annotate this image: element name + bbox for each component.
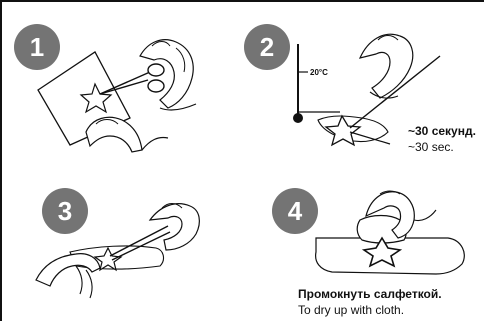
step-3-illustration	[0, 160, 240, 321]
step-2-panel: 2 20°C ~30 секунд. ~30 sec.	[240, 0, 484, 160]
step-3-panel: 3	[0, 160, 240, 321]
duration-en: ~30 sec.	[408, 140, 454, 154]
step-4-caption-ru: Промокнуть салфеткой.	[298, 287, 442, 301]
step-3-badge: 3	[42, 188, 88, 234]
step-4-panel: 4 Промокнуть салфеткой. To dry up with c…	[240, 160, 484, 321]
step-1-panel: 1	[0, 0, 240, 160]
thermometer-label: 20°C	[310, 68, 328, 77]
step-2-badge: 2	[244, 24, 290, 70]
duration-ru: ~30 секунд.	[408, 124, 476, 138]
step-1-badge: 1	[14, 24, 60, 70]
step-4-badge: 4	[272, 188, 318, 234]
step-4-caption-en: To dry up with cloth.	[298, 303, 404, 317]
